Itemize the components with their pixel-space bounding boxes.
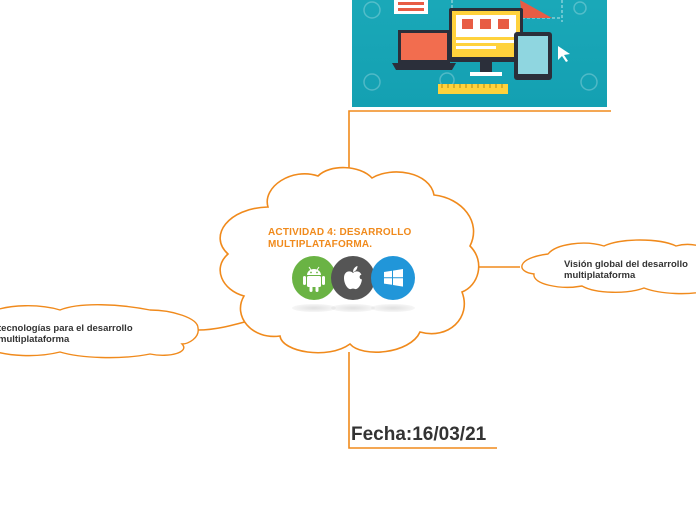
windows-icon [371, 256, 415, 300]
node-date[interactable]: Fecha:16/03/21 [351, 424, 487, 445]
apple-icon-shadow [331, 304, 375, 312]
left-cloud [0, 304, 199, 359]
right-cloud [521, 239, 696, 295]
connector-top [348, 110, 611, 175]
web-design-illustration [352, 0, 607, 107]
android-icon [292, 256, 336, 300]
android-icon-shadow [292, 304, 336, 312]
apple-icon [331, 256, 375, 300]
node-left-tecnologias[interactable]: tecnologías para el desarrollo multiplat… [0, 323, 133, 345]
connector-date [348, 352, 497, 449]
node-right-vision-global[interactable]: Visión global del desarrollo multiplataf… [564, 259, 688, 281]
central-topic-title[interactable]: ACTIVIDAD 4: DESARROLLO MULTIPLATAFORMA. [268, 227, 412, 250]
windows-icon-shadow [371, 304, 415, 312]
